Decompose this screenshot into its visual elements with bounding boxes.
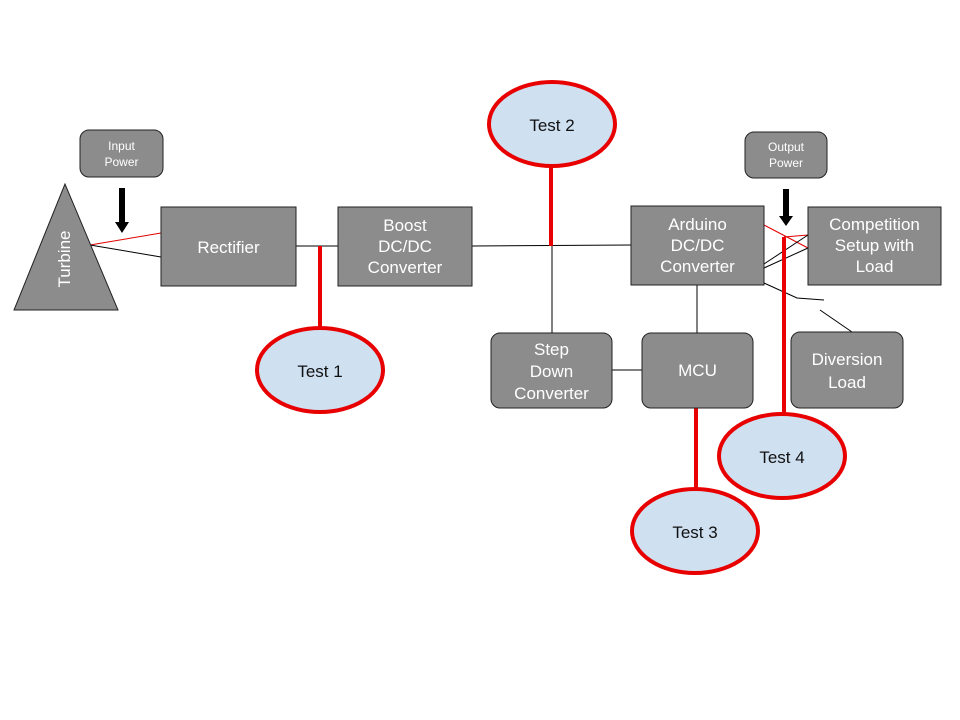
output-arrow-shaft [783, 189, 789, 217]
diversion-label-1: Diversion [812, 350, 883, 369]
output-power-indicator: Output Power [744, 131, 828, 226]
boost-label-1: Boost [383, 216, 427, 235]
input-arrow-shaft [119, 188, 125, 222]
rectifier-label: Rectifier [197, 238, 260, 257]
competition-label-2: Setup with [835, 236, 914, 255]
output-power-label-2: Power [769, 156, 803, 170]
output-power-box [744, 131, 828, 179]
test-2-label: Test 2 [529, 116, 574, 135]
competition-label-1: Competition [829, 215, 920, 234]
test-1-ellipse [255, 326, 385, 414]
output-arrow-head [779, 216, 793, 226]
mcu-block: MCU [641, 332, 754, 409]
rectifier-box [160, 206, 297, 287]
turbine-block: Turbine [13, 182, 119, 311]
mcu-box [641, 332, 754, 409]
turbine-shape [13, 182, 119, 311]
diversion-load-box [790, 331, 904, 409]
boost-label-3: Converter [368, 258, 443, 277]
boost-converter-box [337, 206, 473, 287]
step-down-label-1: Step [534, 340, 569, 359]
test-2-node: Test 2 [487, 80, 617, 168]
wire-turbine-rectifier-black [89, 244, 162, 258]
test-4-ellipse [717, 412, 847, 500]
test-4-label: Test 4 [759, 448, 804, 467]
competition-setup-block: Competition Setup with Load [807, 206, 942, 286]
competition-setup-box [807, 206, 942, 286]
test-3-ellipse [630, 487, 760, 575]
test-3-label: Test 3 [672, 523, 717, 542]
test-2-ellipse [487, 80, 617, 168]
test-1-label: Test 1 [297, 362, 342, 381]
input-arrow-head [115, 222, 129, 233]
arduino-label-1: Arduino [668, 215, 727, 234]
step-down-converter-block: Step Down Converter [490, 332, 613, 409]
input-power-label-1: Input [108, 139, 135, 153]
arduino-label-2: DC/DC [671, 236, 725, 255]
mcu-label: MCU [678, 361, 717, 380]
wire-turbine-rectifier-red [89, 232, 162, 246]
wire-arduino-competition-red-2 [783, 234, 809, 238]
output-power-label-1: Output [768, 140, 805, 154]
test-4-node: Test 4 [717, 412, 847, 500]
test-3-node: Test 3 [630, 487, 760, 575]
step-down-converter-box [490, 332, 613, 409]
boost-label-2: DC/DC [378, 237, 432, 256]
arduino-label-3: Converter [660, 257, 735, 276]
input-power-label-2: Power [104, 155, 138, 169]
diversion-load-block: Diversion Load [790, 331, 904, 409]
input-power-box [79, 129, 164, 178]
test-1-node: Test 1 [255, 326, 385, 414]
diversion-label-2: Load [828, 373, 866, 392]
boost-converter-block: Boost DC/DC Converter [337, 206, 473, 287]
wires [89, 224, 853, 371]
wire-arduino-diversion-switch [763, 282, 825, 301]
test-probes [318, 166, 786, 490]
rectifier-block: Rectifier [160, 206, 297, 287]
arduino-converter-box [630, 205, 765, 286]
wire-switch-diversion [819, 309, 853, 333]
step-down-label-3: Converter [514, 384, 589, 403]
step-down-label-2: Down [530, 362, 573, 381]
arduino-converter-block: Arduino DC/DC Converter [630, 205, 765, 286]
turbine-label: Turbine [55, 230, 74, 287]
input-power-indicator: Input Power [79, 129, 164, 233]
competition-label-3: Load [856, 257, 894, 276]
